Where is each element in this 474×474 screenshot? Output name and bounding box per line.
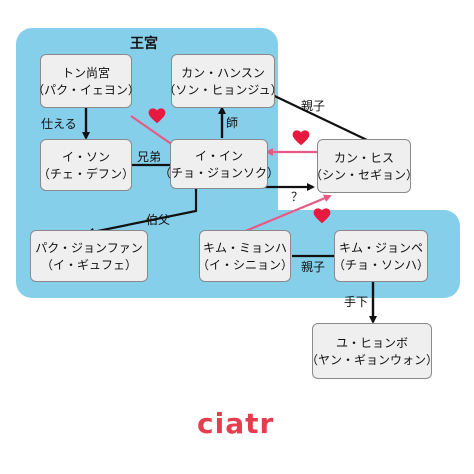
node-actor: （チョ・ソンハ） [333,257,430,272]
node-yi-in: イ・イン （チョ・ジョンソク） [159,139,279,189]
node-name: キム・ジョンペ [338,240,423,255]
region-title: 王宮 [130,36,158,52]
node-name: カン・ヒス [333,150,394,165]
node-actor: （シン・セギョン） [310,167,419,182]
node-name: ユ・ヒョンボ [335,335,408,350]
node-name: パク・ジョンファン [35,240,143,255]
node-actor: （ソン・ヒョンジュ） [163,82,283,97]
edge-label-parent-child-2: 親子 [301,260,326,274]
edge-label-question: ？ [291,190,304,204]
node-actor: （パク・イェヨン） [32,82,140,97]
heart-icon [292,130,310,146]
node-kang-hansun: カン・ハンスン （ソン・ヒョンジュ） [163,54,283,108]
edge-uncle [86,186,198,236]
node-kim-myonha: キム・ミョンハ （イ・シニョン） [197,230,294,282]
heart-icon [313,208,331,224]
node-name: イ・イン [194,148,243,163]
node-yu-hyonbo: ユ・ヒョンボ （ヤン・ギョンウォン） [306,323,438,379]
node-actor: （チョ・ジョンソク） [159,165,280,180]
node-name: イ・ソン [61,149,110,164]
edge-label-parent-child-1: 親子 [301,99,326,113]
node-ton-sangun: トン尚宮 （パク・イェヨン） [32,54,140,108]
node-yi-son: イ・ソン （チェ・デフン） [37,139,135,191]
node-actor: （チェ・デフン） [37,166,135,181]
edge-parent-child-1 [261,89,368,141]
node-name: トン尚宮 [61,65,110,80]
node-name: キム・ミョンハ [202,240,287,255]
edge-label-uncle: 伯父 [146,213,171,227]
edge-label-brothers: 兄弟 [137,150,162,164]
node-pak-jonfan: パク・ジョンファン （イ・ギュフェ） [30,230,148,282]
node-actor: （ヤン・ギョンウォン） [306,352,439,367]
edge-label-serves: 仕える [41,117,77,131]
heart-icon [148,108,166,124]
node-kang-hisu: カン・ヒス （シン・セギョン） [310,139,418,193]
brand-logo: ciatr [197,407,275,440]
node-actor: （イ・ギュフェ） [40,257,137,272]
node-kim-jonpe: キム・ジョンペ （チョ・ソンハ） [333,230,430,282]
node-actor: （イ・シニョン） [197,257,294,272]
edge-label-subordinate: 手下 [344,295,369,309]
edge-love-from-myonha [242,194,332,234]
node-name: カン・ハンスン [181,65,265,80]
edge-label-teacher: 師 [226,116,239,130]
